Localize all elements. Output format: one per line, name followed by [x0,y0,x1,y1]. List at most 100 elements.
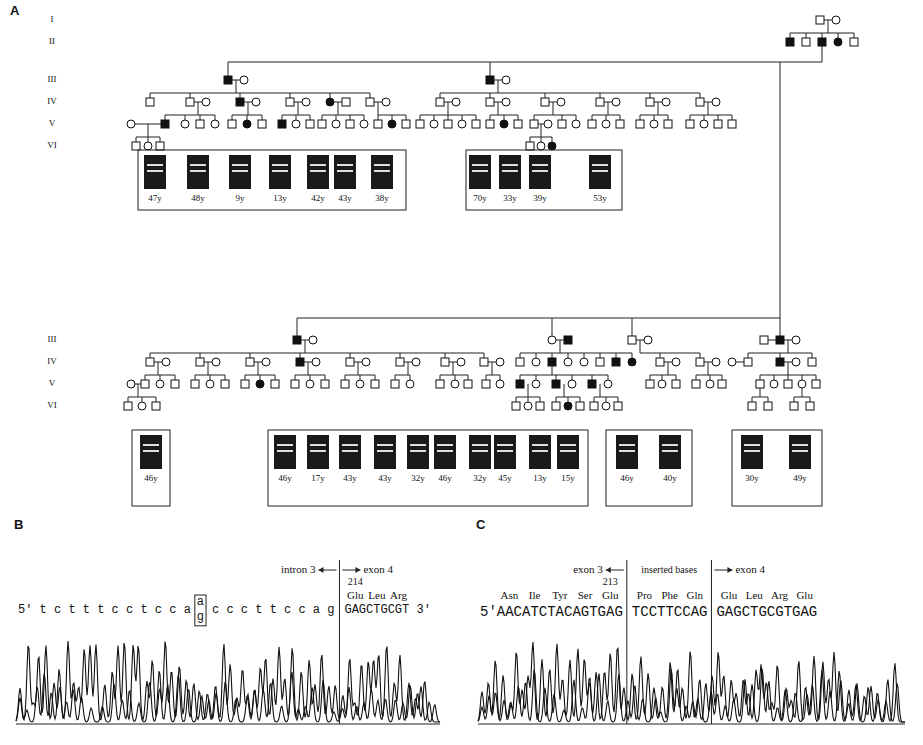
male-symbol [756,380,764,388]
pedigree-line [136,137,137,142]
male-symbol [464,380,472,388]
male-symbol [656,358,664,366]
gel-band [143,450,159,452]
female-symbol [240,76,248,84]
pedigree-line [592,375,593,380]
pedigree-line [308,362,309,375]
gel-lane [557,435,579,469]
female-symbol [382,98,390,106]
male-symbol [558,120,566,128]
male-symbol [636,120,644,128]
pedigree-line [440,375,441,380]
sequence-text: 5' t c t t t c c t c c a [18,604,191,618]
male-symbol [764,402,772,410]
female-symbol [798,380,806,388]
gel-band [619,450,635,452]
pedigree-line [592,115,593,120]
male-symbol [318,120,326,128]
pedigree-line [350,353,351,358]
female-symbol [356,380,364,388]
pedigree-line [520,375,608,376]
pedigree-line [232,115,233,120]
male-symbol [191,380,199,388]
pedigree-line [516,397,517,402]
male-symbol [646,380,654,388]
gel-band [190,164,206,166]
pedigree-line [358,362,359,375]
pedigree-line [534,115,576,116]
pedigree-line [298,102,299,115]
male-symbol [776,358,784,366]
pedigree-line [165,115,166,120]
pedigree-line [138,384,139,397]
gel-band [560,444,576,446]
pedigree-line [700,93,701,98]
amino-acid: Glu [721,589,738,602]
gel-band [472,444,488,446]
pedigree-line [768,397,769,402]
pedigree-line [640,115,641,120]
female-symbol [496,358,504,366]
amino-acid: Glu [602,589,619,602]
male-symbol [548,358,556,366]
female-symbol [544,120,552,128]
arrow-head [355,567,360,573]
pedigree-line [536,353,537,358]
pedigree-line [632,353,633,358]
pedigree-line [225,375,226,380]
male-symbol [472,120,480,128]
female-symbol [502,98,510,106]
female-symbol [326,98,334,106]
male-symbol [646,98,654,106]
gel-band [744,450,760,452]
gel-band [310,164,326,166]
gel-lane [334,155,356,189]
female-symbol [181,120,189,128]
male-symbol [371,380,379,388]
pedigree-line [215,115,216,120]
pedigree-line [158,362,159,375]
pedigree-line [322,115,323,120]
pedigree-line [838,33,839,38]
male-symbol [744,358,752,366]
codon-number: 214 [348,576,363,588]
male-symbol [482,380,490,388]
pedigree-line [325,375,326,380]
gel-lane [307,435,329,469]
pedigree-line [528,384,529,397]
amino-acid: Pro [637,589,652,602]
male-symbol [614,402,622,410]
pedigree-line [600,93,601,98]
pedigree-line [310,115,311,120]
gel-band [374,164,390,166]
female-symbol [292,120,300,128]
male-symbol [366,98,374,106]
female-symbol [524,402,532,410]
gel-band [502,164,518,166]
pedigree-line [732,115,733,120]
age-label: 30y [745,473,759,483]
gel-lane [274,435,296,469]
female-symbol [502,76,510,84]
pedigree-line [700,353,701,358]
gel-band [310,450,326,452]
male-symbol [486,120,494,128]
female-symbol [672,358,680,366]
male-symbol [391,380,399,388]
female-symbol [712,358,720,366]
pedigree-line [545,93,546,98]
amino-acid: Phe [661,589,678,602]
male-symbol [171,380,179,388]
generation-numeral: III [48,334,57,344]
pedigree-line [788,340,789,353]
pedigree-line [490,115,491,120]
female-symbol [332,120,340,128]
female-symbol [602,120,610,128]
male-symbol [802,38,810,46]
gel-band [337,164,353,166]
gel-band [662,450,678,452]
male-symbol [790,402,798,410]
pedigree-line [760,375,761,380]
gel-band [592,170,608,172]
